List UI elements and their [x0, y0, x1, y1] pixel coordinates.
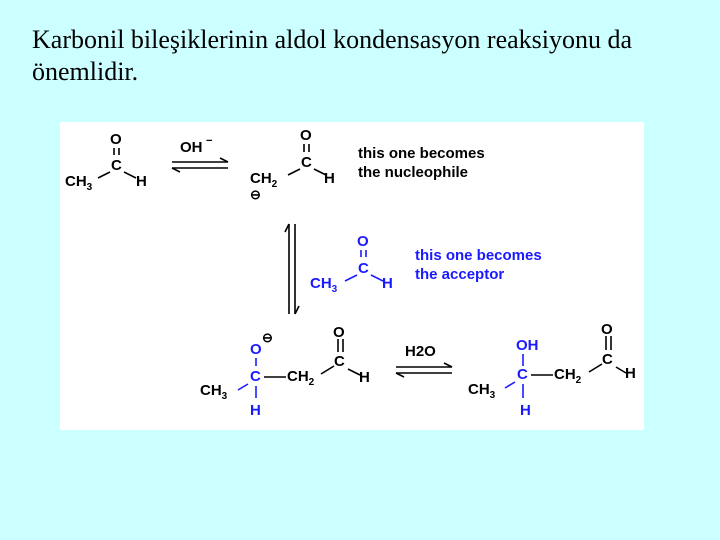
reagent-base-charge: −: [206, 135, 212, 147]
svg-text:CH3: CH3: [65, 173, 93, 193]
svg-text:H: H: [520, 402, 531, 419]
svg-text:O: O: [300, 127, 312, 144]
svg-text:C: C: [517, 366, 528, 383]
note-nucleophile-line2: the nucleophile: [358, 164, 468, 181]
svg-text:O: O: [357, 233, 369, 250]
svg-text:CH2: CH2: [250, 170, 278, 190]
svg-text:O: O: [110, 131, 122, 148]
svg-text:CH2: CH2: [287, 368, 315, 388]
note-acceptor-line1: this one becomes: [415, 247, 542, 264]
aldol-product-molecule: OH C CH3 H CH2 C O H: [468, 321, 636, 419]
svg-text:H: H: [136, 173, 147, 190]
svg-text:C: C: [250, 368, 261, 385]
svg-text:C: C: [602, 351, 613, 368]
note-nucleophile-line1: this one becomes: [358, 145, 485, 162]
aldol-mechanism-diagram: O C CH3 H OH − O C CH2 H: [65, 127, 636, 419]
svg-text:O: O: [333, 324, 345, 341]
svg-text:C: C: [358, 260, 369, 277]
equilibrium-arrow-vertical: [284, 223, 300, 315]
alkoxide-adduct-molecule: O ⊖ C CH3 H CH2 C O H: [200, 324, 370, 419]
reagent-base-label: OH: [180, 139, 203, 156]
svg-text:OH: OH: [516, 337, 539, 354]
svg-text:H: H: [250, 402, 261, 419]
svg-text:CH3: CH3: [310, 275, 338, 295]
svg-text:C: C: [301, 154, 312, 171]
svg-text:C: C: [334, 353, 345, 370]
svg-text:O: O: [250, 341, 262, 358]
reaction-scheme: O C CH3 H OH − O C CH2 H: [60, 122, 644, 430]
svg-text:H: H: [625, 365, 636, 382]
acceptor-molecule: O C CH3 H: [310, 233, 393, 295]
svg-text:C: C: [111, 157, 122, 174]
reagent-water-label: H2O: [405, 343, 436, 360]
svg-text:CH3: CH3: [200, 382, 228, 402]
acetaldehyde-molecule: O C CH3 H: [65, 131, 147, 193]
slide-title: Karbonil bileşiklerinin aldol kondensasy…: [32, 25, 633, 86]
svg-text:⊖: ⊖: [262, 330, 273, 345]
svg-text:H: H: [382, 275, 393, 292]
svg-text:O: O: [601, 321, 613, 338]
svg-text:CH3: CH3: [468, 381, 496, 401]
svg-text:H: H: [359, 369, 370, 386]
svg-text:H: H: [324, 170, 335, 187]
equilibrium-arrow-2: H2O: [395, 343, 453, 378]
equilibrium-arrow-1: OH −: [171, 135, 229, 173]
enolate-molecule: O C CH2 H ⊖: [250, 127, 335, 202]
svg-text:CH2: CH2: [554, 366, 582, 386]
svg-text:⊖: ⊖: [250, 187, 261, 202]
note-acceptor-line2: the acceptor: [415, 266, 504, 283]
